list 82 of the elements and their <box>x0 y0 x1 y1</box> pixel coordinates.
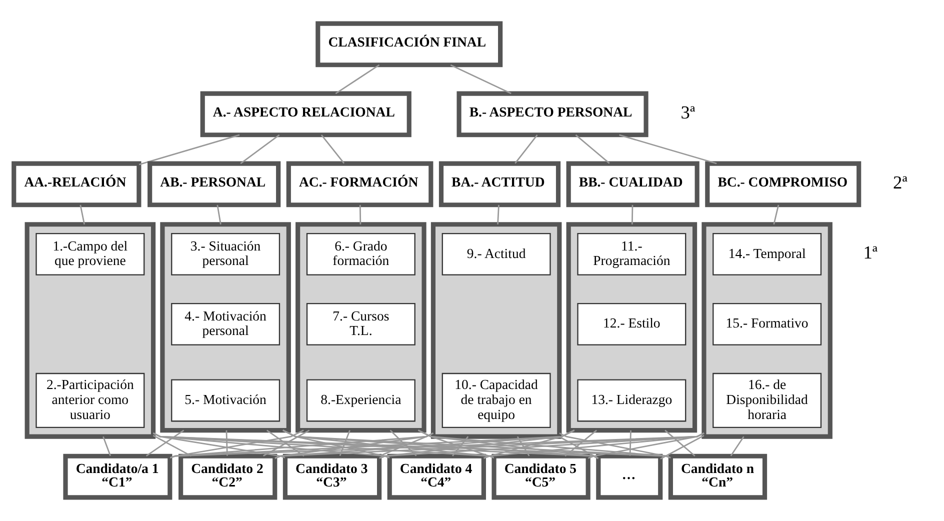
connector <box>660 434 704 460</box>
connector <box>483 432 704 459</box>
node-box: Candidato n “Cn” <box>668 454 767 500</box>
connector <box>145 430 184 457</box>
connector <box>152 434 192 457</box>
node-box: A.- ASPECTO RELACIONAL <box>200 91 411 138</box>
label: 1ª <box>862 242 877 263</box>
node-box: CLASIFICACIÓN FINAL <box>315 21 502 68</box>
node-box: 14.- Temporal <box>712 232 822 276</box>
node-box: AC.- FORMACIÓN <box>286 161 433 208</box>
node-box: 13.- Liderazgo <box>576 379 686 422</box>
node-box: B.- ASPECTO PERSONAL <box>456 91 648 138</box>
node-box: AA.-RELACIÓN <box>11 161 141 208</box>
node-box: 12.- Estilo <box>576 302 686 346</box>
node-box: AB.- PERSONAL <box>147 161 280 208</box>
node-box: 10.- Capacidad de trabajo en equipo <box>441 372 550 428</box>
node-box: 2.-Participación anterior como usuario <box>35 372 144 428</box>
label: 2ª <box>892 172 907 193</box>
connector <box>378 430 574 459</box>
connector <box>664 430 695 456</box>
cluster <box>701 222 832 439</box>
cluster <box>160 222 290 433</box>
connector <box>516 436 530 456</box>
connector <box>630 204 633 224</box>
node-box: 5.- Motivación <box>170 379 280 422</box>
cluster <box>24 222 156 439</box>
node-box: BB.- CUALIDAD <box>566 161 699 208</box>
node-box: … <box>596 454 662 500</box>
cluster <box>295 222 426 433</box>
node-box: Candidato 3 “C3” <box>282 454 382 500</box>
connector <box>574 134 610 164</box>
node-box: 16.- de Disponibilidad horaria <box>712 372 822 428</box>
connector <box>282 430 670 458</box>
connector <box>358 204 361 224</box>
connector <box>378 432 704 459</box>
connector <box>240 134 280 164</box>
label: 3ª <box>680 102 695 123</box>
node-box: Candidato 4 “C4” <box>386 454 486 500</box>
node-box: Candidato 5 “C5” <box>491 454 590 500</box>
connector <box>730 436 744 456</box>
node-box: 3.- Situación personal <box>170 232 280 276</box>
connector <box>618 134 716 164</box>
connector <box>379 432 434 457</box>
connector <box>152 432 598 460</box>
node-box: BC.- COMPROMISO <box>704 161 861 208</box>
connector <box>772 204 779 225</box>
node-box: BA.- ACTITUD <box>438 161 560 208</box>
connector <box>262 430 310 456</box>
node-box: 15.- Formativo <box>712 302 822 346</box>
node-box: Candidato 2 “C2” <box>178 454 277 500</box>
connector <box>225 430 228 456</box>
connector <box>450 64 511 94</box>
node-box: Candidato/a 1 “C1” <box>62 454 172 500</box>
node-box: 4.- Motivación personal <box>170 302 280 346</box>
node-box: 6.- Grado formación <box>306 232 415 276</box>
connector <box>389 430 416 456</box>
connector <box>558 432 670 458</box>
connector <box>274 432 704 459</box>
connector <box>79 204 85 224</box>
connector <box>417 430 670 458</box>
connector <box>558 436 598 459</box>
connector <box>138 134 240 166</box>
node-box: 8.-Experiencia <box>306 379 415 422</box>
node-box: 7.- Cursos T.L. <box>306 302 415 346</box>
connector <box>152 432 285 458</box>
connector <box>320 134 344 164</box>
connector <box>628 430 631 456</box>
node-box: 1.-Campo del que proviene <box>35 232 144 276</box>
cluster <box>430 222 562 439</box>
connector <box>564 430 596 457</box>
connector <box>338 430 350 456</box>
connector <box>266 430 304 457</box>
node-box: 9.- Actitud <box>441 232 550 276</box>
connector <box>514 134 538 164</box>
cluster <box>566 222 697 433</box>
connector <box>496 204 499 224</box>
connector <box>334 64 380 94</box>
connector <box>451 436 468 456</box>
node-box: 11.- Programación <box>576 232 686 276</box>
connector <box>216 204 221 224</box>
connector <box>102 436 111 456</box>
connector <box>587 432 704 459</box>
